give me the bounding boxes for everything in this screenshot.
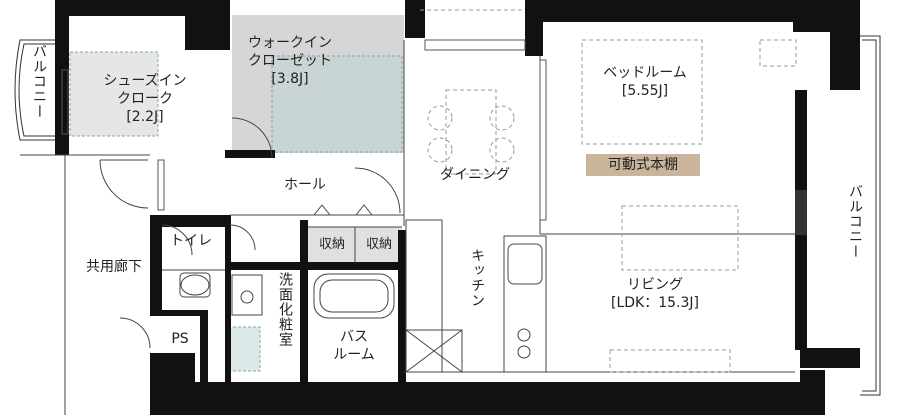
kitchen-label: キッチン [469, 248, 485, 308]
walk-in-closet-label: ウォークイン クローゼット [3.8J] [235, 34, 345, 88]
furniture-dashed [420, 9, 797, 373]
movable-shelf-label: 可動式本棚 [586, 154, 700, 176]
shoes-in-closet-size: [2.2J] [126, 109, 164, 125]
balcony-left-label: バルコニー [31, 44, 47, 119]
bedroom-size: [5.55J] [621, 83, 669, 99]
bedroom-label: ベッドルーム [5.55J] [580, 64, 710, 100]
living-size: [LDK：15.3J] [611, 295, 699, 311]
bedroom-name: ベッドルーム [603, 65, 687, 81]
walls [55, 0, 860, 415]
living-label: リビング [LDK：15.3J] [600, 276, 710, 312]
balconies [14, 35, 881, 396]
shoes-closet-fill [70, 52, 158, 136]
living-name: リビング [627, 277, 683, 293]
teal-hatching [69, 51, 403, 372]
walk-in-closet-size: [3.8J] [271, 71, 309, 87]
toilet-label: トイレ [170, 233, 212, 249]
shoes-in-closet-label: シューズイン クローク [2.2J] [85, 72, 205, 126]
corridor-label: 共用廊下 [86, 259, 142, 275]
shoes-in-closet-name: シューズイン クローク [103, 73, 187, 107]
bathroom-label: バス ルーム [314, 328, 394, 364]
bathroom-name: バス ルーム [333, 329, 375, 363]
hall-label: ホール [284, 177, 326, 193]
storage-left-label: 収納 [318, 237, 345, 252]
storage-right-label: 収納 [365, 237, 392, 252]
washroom-label: 洗面化粧室 [277, 272, 293, 347]
walk-in-closet-name: ウォークイン クローゼット [248, 35, 332, 69]
ps-label: PS [171, 331, 189, 347]
windows [61, 39, 547, 221]
dining-label: ダイニング [440, 167, 510, 183]
balcony-right-label: バルコニー [847, 184, 863, 259]
